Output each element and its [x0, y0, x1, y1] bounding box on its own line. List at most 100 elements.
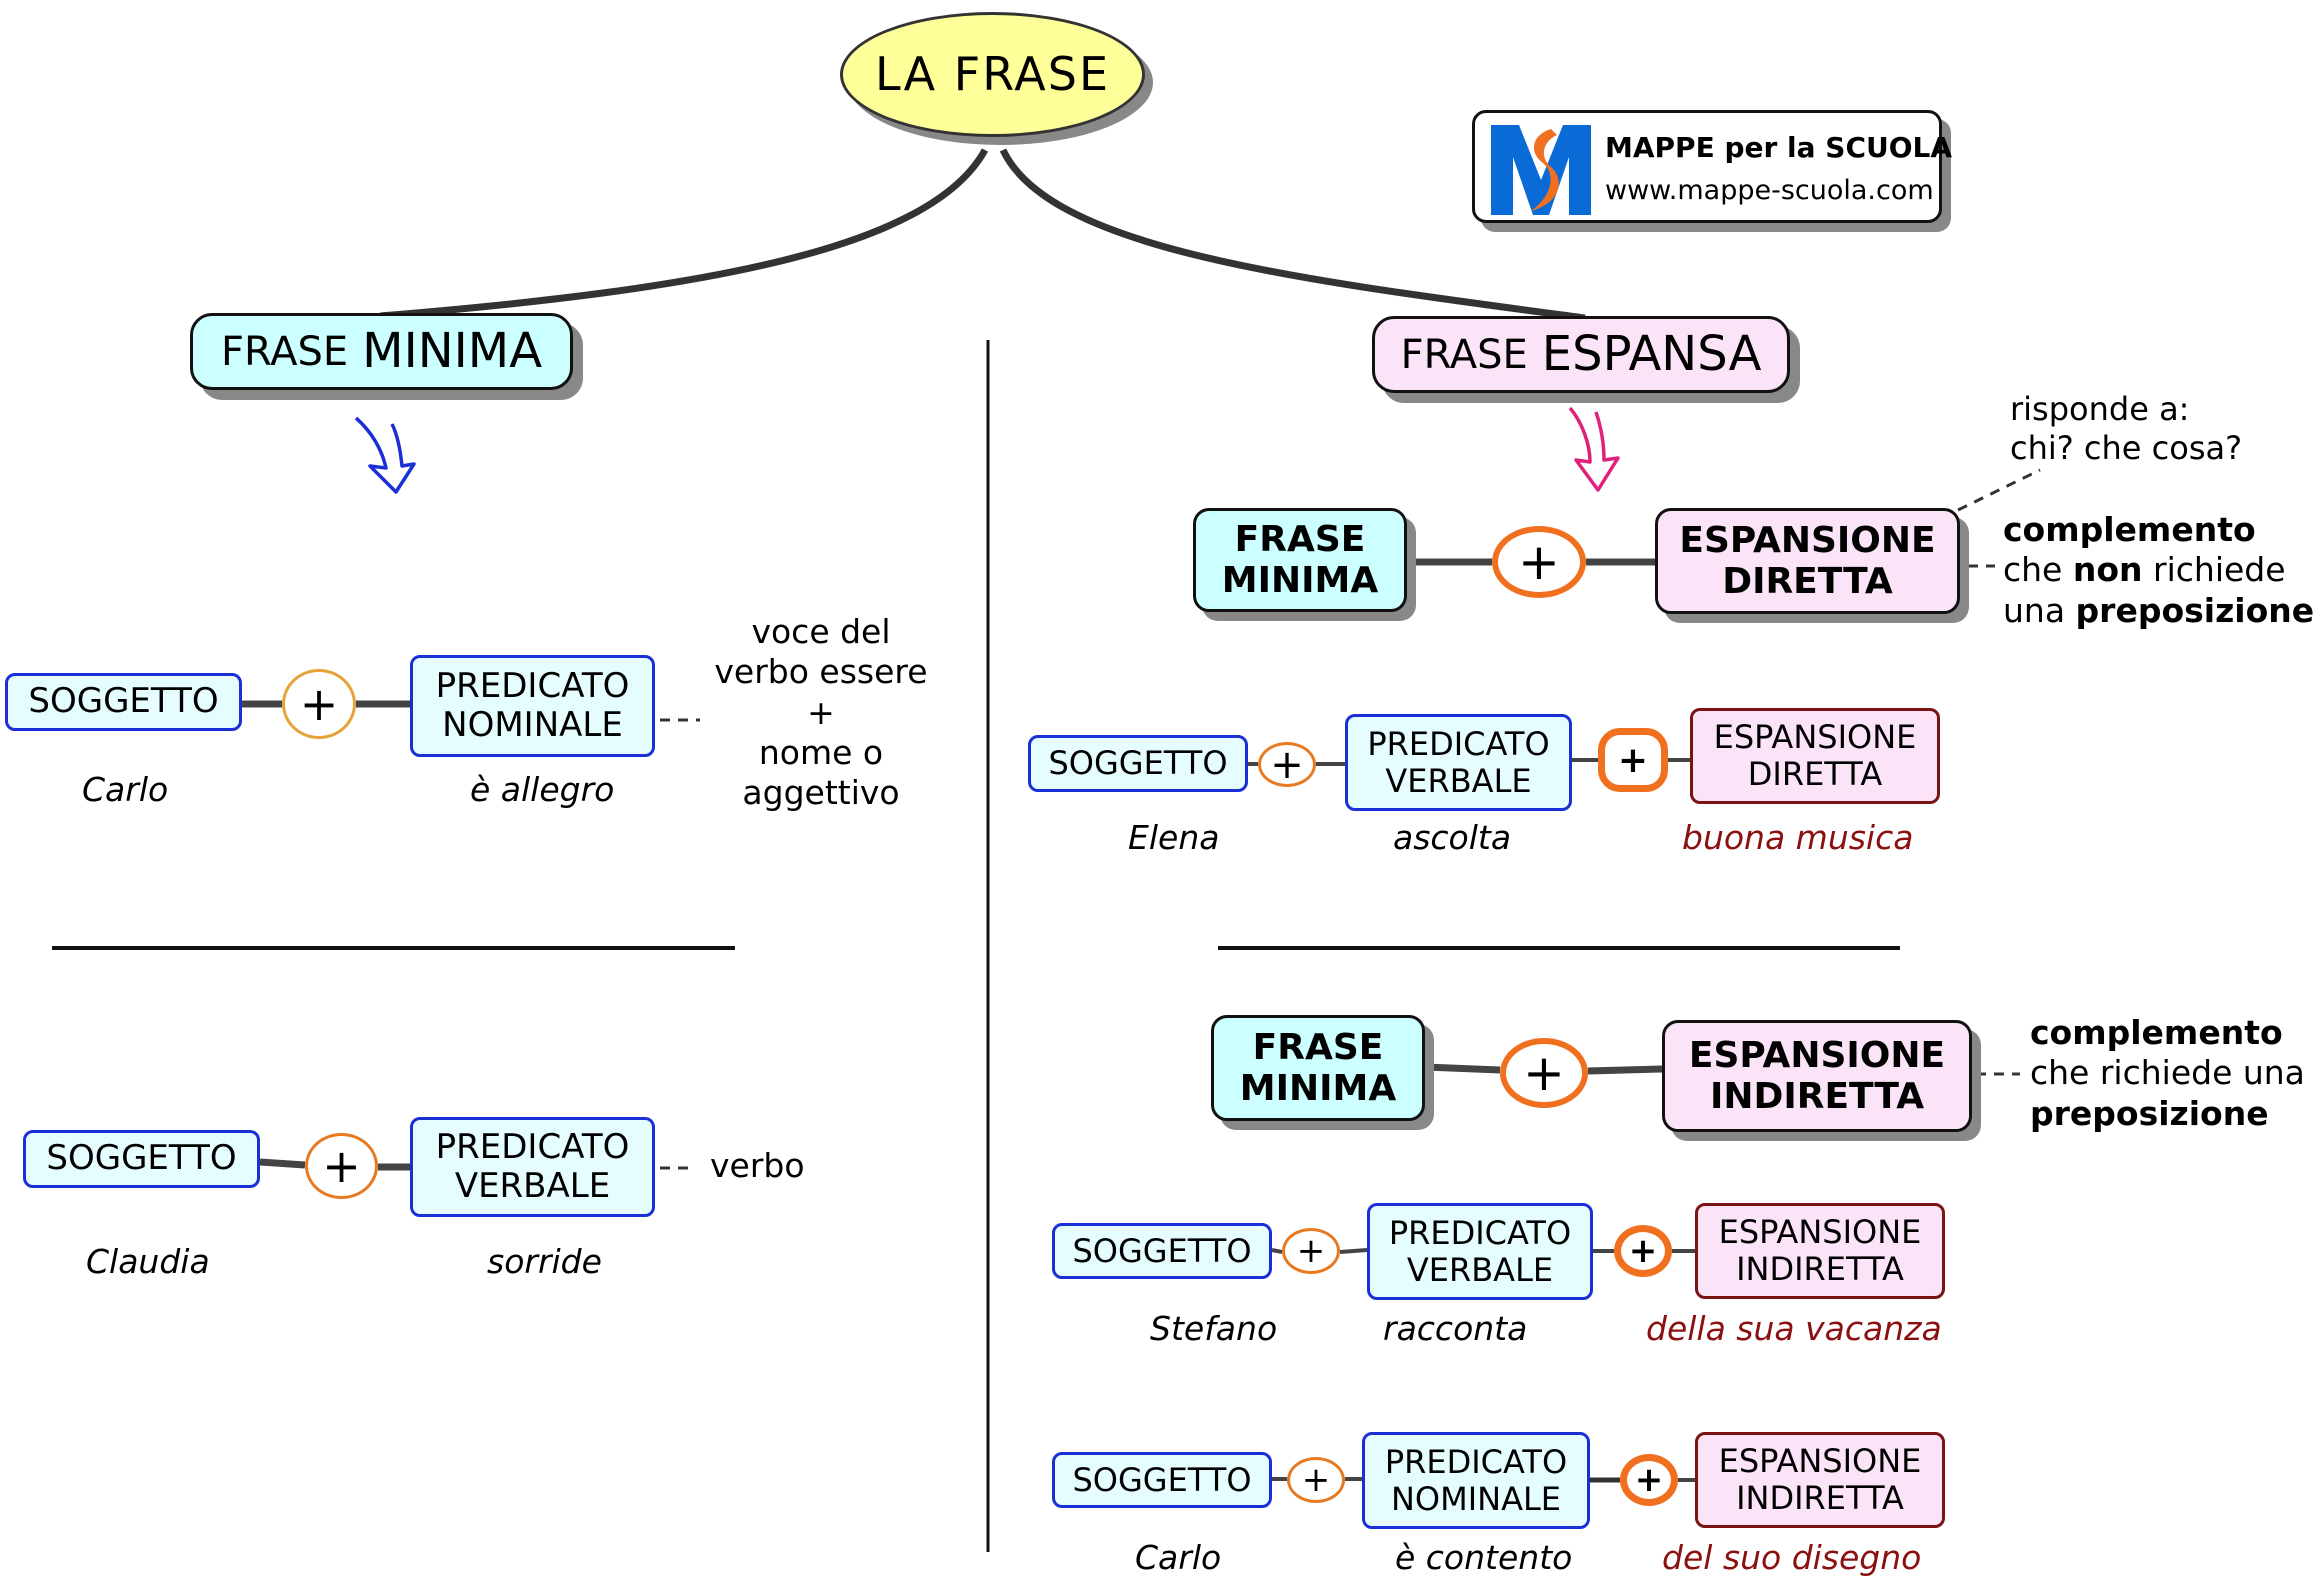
example-subject: Carlo — [82, 770, 169, 809]
plus-sign: + — [1296, 1231, 1326, 1271]
plus-sign: + — [1518, 533, 1560, 591]
plus-sign: + — [1628, 1231, 1658, 1271]
heading-small-text: FRASE — [1400, 331, 1528, 378]
espansione-indiretta-box: ESPANSIONE INDIRETTA — [1695, 1203, 1945, 1299]
plus-sign: + — [1634, 1460, 1664, 1500]
connector-root-to-frase-espansa — [999, 148, 1586, 322]
plus-icon: + — [305, 1133, 378, 1199]
box-label-line1: ESPANSIONE — [1718, 1213, 1922, 1252]
example-subject: Claudia — [86, 1242, 210, 1281]
indiretta-description-note: complemento che richiede una preposizion… — [2030, 1013, 2305, 1134]
box-label: SOGGETTO — [1048, 744, 1228, 783]
box-label-line2: INDIRETTA — [1709, 1076, 1925, 1117]
logo-url: www.mappe-scuola.com — [1605, 175, 1934, 206]
note-line: voce del — [751, 612, 891, 651]
root-node-la-frase: LA FRASE — [840, 12, 1145, 137]
predicato-nominale-box: PREDICATO NOMINALE — [410, 655, 655, 757]
note-text: una — [2003, 590, 2076, 630]
note-bold: non — [2072, 550, 2143, 590]
box-label-line2: VERBALE — [1406, 1250, 1554, 1289]
note-line: nome o — [758, 732, 884, 772]
note-text: richiede — [2142, 550, 2286, 590]
predicato-verbale-box: PREDICATO VERBALE — [1367, 1203, 1593, 1300]
arrow-down-icon — [354, 416, 416, 494]
box-label-line1: PREDICATO — [435, 665, 630, 706]
example-expansion: del suo disegno — [1662, 1538, 1922, 1577]
example-predicate: racconta — [1383, 1309, 1528, 1348]
box-label: SOGGETTO — [28, 681, 219, 722]
plus-icon: + — [1287, 1457, 1345, 1503]
box-label-line2: VERBALE — [454, 1166, 611, 1206]
heading-small-text: FRASE — [220, 328, 349, 375]
note-bold: preposizione — [2075, 590, 2315, 630]
note-bold: complemento — [2003, 510, 2256, 549]
plus-icon: + — [1282, 1228, 1340, 1274]
frase-minima-box: FRASE MINIMA — [1193, 508, 1407, 612]
soggetto-box: SOGGETTO — [1052, 1223, 1272, 1279]
note-line: verbo essere — [714, 652, 928, 692]
box-label: SOGGETTO — [46, 1138, 237, 1179]
soggetto-box: SOGGETTO — [5, 673, 242, 731]
plus-sign: + — [1617, 739, 1649, 781]
box-label-line2: INDIRETTA — [1736, 1250, 1904, 1288]
soggetto-box: SOGGETTO — [1052, 1452, 1272, 1508]
box-label-line1: FRASE — [1234, 518, 1366, 560]
box-label: SOGGETTO — [1072, 1231, 1252, 1270]
example-predicate: ascolta — [1393, 818, 1512, 857]
box-label-line2: INDIRETTA — [1736, 1479, 1904, 1517]
predicato-verbale-note: verbo — [710, 1146, 805, 1185]
espansione-diretta-box: ESPANSIONE DIRETTA — [1655, 508, 1960, 614]
box-label-line1: PREDICATO — [1367, 724, 1550, 763]
box-label-line2: DIRETTA — [1722, 561, 1893, 602]
plus-icon: + — [1258, 741, 1316, 788]
box-label: SOGGETTO — [1072, 1460, 1252, 1499]
plus-icon: + — [1614, 1225, 1672, 1277]
box-label-line1: FRASE — [1252, 1026, 1384, 1068]
logo-name: MAPPE per la SCUOLA — [1605, 131, 1953, 164]
box-label-line1: ESPANSIONE — [1718, 1442, 1922, 1481]
espansione-diretta-box: ESPANSIONE DIRETTA — [1690, 708, 1940, 804]
example-expansion: buona musica — [1682, 818, 1914, 857]
note-line: + — [807, 692, 835, 732]
box-label-line1: PREDICATO — [1388, 1213, 1572, 1252]
box-label-line1: ESPANSIONE — [1713, 718, 1917, 757]
diretta-description-note: complemento che non richiede una preposi… — [2003, 510, 2314, 631]
predicato-verbale-box: PREDICATO VERBALE — [410, 1117, 655, 1217]
frase-minima-box: FRASE MINIMA — [1211, 1015, 1425, 1121]
diretta-question-note: risponde a: chi? che cosa? — [2010, 390, 2242, 468]
plus-icon: + — [282, 669, 356, 739]
note-line: chi? che cosa? — [2010, 429, 2243, 468]
box-label-line1: PREDICATO — [1384, 1442, 1568, 1481]
espansione-indiretta-box: ESPANSIONE INDIRETTA — [1662, 1020, 1972, 1132]
plus-icon: + — [1500, 1038, 1588, 1108]
soggetto-box: SOGGETTO — [1028, 735, 1248, 792]
plus-sign: + — [1270, 741, 1304, 788]
plus-icon: + — [1620, 1454, 1678, 1506]
heading-big-text: MINIMA — [362, 322, 543, 379]
box-label-line2: DIRETTA — [1747, 755, 1883, 793]
example-predicate: è allegro — [470, 770, 615, 809]
plus-sign: + — [1301, 1460, 1331, 1500]
logo-box[interactable]: MAPPE per la SCUOLA www.mappe-scuola.com — [1472, 110, 1952, 223]
box-label-line2: MINIMA — [1221, 560, 1379, 601]
example-predicate: è contento — [1395, 1538, 1573, 1577]
box-label-line2: NOMINALE — [1390, 1479, 1562, 1518]
heading-big-text: ESPANSA — [1541, 325, 1762, 382]
box-label-line1: PREDICATO — [435, 1126, 630, 1167]
box-label-line2: NOMINALE — [442, 705, 623, 745]
example-subject: Carlo — [1135, 1538, 1222, 1577]
predicato-verbale-box: PREDICATO VERBALE — [1345, 714, 1572, 811]
mappe-scuola-logo-icon — [1491, 125, 1591, 215]
plus-sign: + — [322, 1139, 361, 1193]
note-bold: preposizione — [2030, 1093, 2269, 1133]
note-line: aggettivo — [742, 773, 900, 812]
box-label-line2: VERBALE — [1385, 761, 1532, 800]
box-label-line1: ESPANSIONE — [1688, 1034, 1946, 1076]
note-bold: complemento — [2030, 1013, 2283, 1052]
espansione-indiretta-box: ESPANSIONE INDIRETTA — [1695, 1432, 1945, 1528]
plus-sign: + — [1523, 1044, 1565, 1102]
plus-sign: + — [299, 677, 339, 731]
predicato-nominale-note: voce del verbo essere + nome o aggettivo — [706, 612, 936, 813]
predicato-nominale-box: PREDICATO NOMINALE — [1362, 1432, 1590, 1529]
